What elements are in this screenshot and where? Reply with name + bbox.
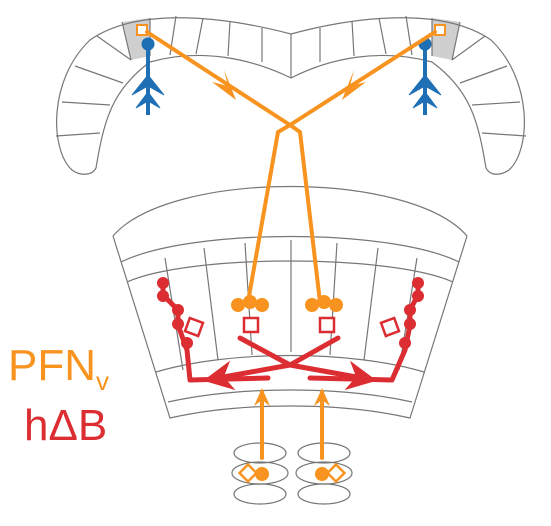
fan-layer-2 <box>126 260 454 283</box>
bridge-segments-left <box>55 15 263 137</box>
noduli <box>231 442 353 505</box>
fan-outer-arc <box>112 186 468 237</box>
pfn-bridge-right-axon <box>288 30 437 127</box>
fan-columns <box>164 240 418 371</box>
fan-layer-1 <box>120 235 460 263</box>
pfn-neurons <box>145 30 437 460</box>
pfn-label-base: PFN <box>8 341 96 390</box>
pfn-bridge-terminal-left <box>136 24 148 36</box>
pfn-label-sub: v <box>96 366 109 396</box>
pfn-desc-left <box>246 123 292 304</box>
fan-outline <box>112 235 468 419</box>
pfn-arrow-up-right <box>314 388 330 406</box>
hdb-label: hΔB <box>24 401 108 450</box>
pfn-arrow-left <box>212 70 236 100</box>
nodulus-right-3 <box>297 483 351 505</box>
protocerebral-bridge <box>55 15 527 175</box>
fan-layer-4 <box>167 389 413 403</box>
pfn-arrow-right <box>342 70 366 100</box>
blue-neuron-right <box>408 37 442 115</box>
nodulus-left-3 <box>233 483 287 505</box>
pfn-label: PFNv <box>8 344 109 403</box>
bridge-segments-right <box>319 15 527 137</box>
pfn-noduli-terminals <box>237 462 347 484</box>
pfn-arrow-up-left <box>254 388 270 406</box>
hdb-squares <box>183 316 401 338</box>
pfn-bridge-terminal-right <box>434 24 446 36</box>
hdb-cross-right-to-left <box>203 335 341 391</box>
pfn-fan-terminals <box>231 295 343 312</box>
blue-neuron-left <box>131 37 165 115</box>
hdb-dots <box>157 277 424 349</box>
pfn-desc-right <box>288 123 322 304</box>
pfn-bridge-left-axon <box>145 30 292 127</box>
